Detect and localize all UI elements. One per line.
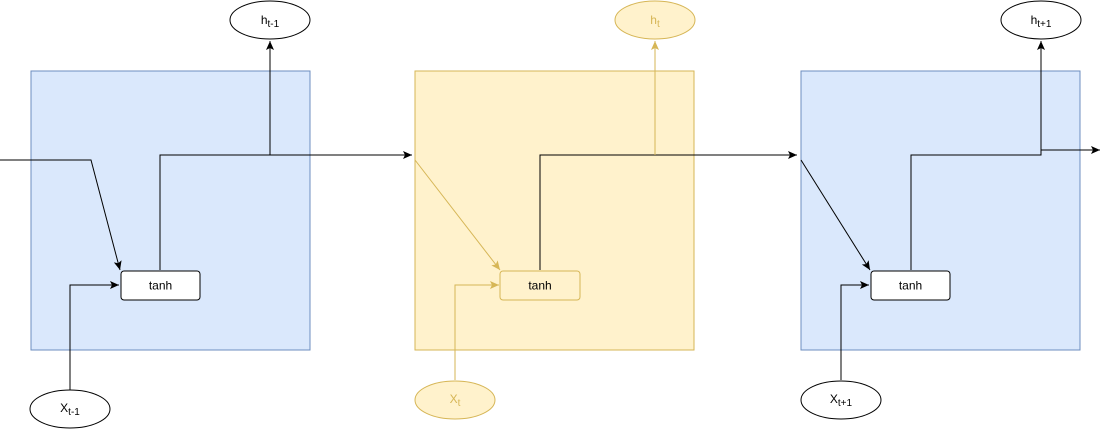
cell-next-tanh-label: tanh bbox=[899, 279, 922, 293]
cell-current-output-node bbox=[614, 0, 696, 40]
cell-current-tanh-box bbox=[499, 270, 581, 301]
cell-next-hidden-in-edge bbox=[800, 159, 871, 271]
cell-prev-input-node bbox=[29, 389, 111, 429]
cell-next: tanh ht+1 Xt+1 bbox=[800, 0, 1100, 420]
cell-current-output-label: ht bbox=[650, 13, 660, 30]
cell-current-tanh-label: tanh bbox=[528, 279, 551, 293]
cell-prev-output-label: ht-1 bbox=[261, 13, 280, 30]
cell-prev-output-sub: t-1 bbox=[268, 19, 280, 30]
cell-prev-output-node bbox=[229, 0, 311, 40]
cell-current-output-sub: t bbox=[657, 19, 660, 30]
cell-prev-output-base: h bbox=[261, 13, 268, 27]
cell-next-input-node bbox=[800, 380, 882, 420]
cell-current-hidden-in-edge bbox=[414, 159, 501, 271]
cell-next-output-sub: t+1 bbox=[1037, 19, 1052, 30]
cell-prev-tanh-label: tanh bbox=[149, 279, 172, 293]
cell-current: tanh ht Xt bbox=[414, 0, 797, 420]
cell-next-input-sub: t+1 bbox=[838, 398, 853, 409]
cell-prev-input-edge bbox=[69, 281, 119, 390]
cell-next-output-base: h bbox=[1031, 13, 1038, 27]
cell-next-output-label: ht+1 bbox=[1031, 13, 1052, 30]
cell-next-input-edge bbox=[840, 281, 869, 380]
cell-current-tanh-out-edge bbox=[539, 151, 797, 270]
cell-current-box bbox=[414, 70, 695, 351]
cell-next-input-base: X bbox=[830, 392, 838, 406]
cell-next-input-label: Xt+1 bbox=[830, 392, 853, 409]
cell-prev-tanh-out-edge bbox=[159, 151, 412, 270]
cell-prev-input-sub: t-1 bbox=[68, 407, 80, 418]
cell-next-box bbox=[800, 70, 1081, 351]
cell-current-input-node bbox=[414, 380, 496, 420]
cell-current-input-edge bbox=[454, 281, 499, 380]
cell-current-input-sub: t bbox=[458, 398, 461, 409]
cell-prev-input-label: Xt-1 bbox=[60, 401, 80, 418]
cell-prev-box bbox=[30, 70, 311, 351]
cell-next-output-node bbox=[1000, 0, 1082, 40]
cell-current-output-base: h bbox=[650, 13, 657, 27]
cell-current-input-label: Xt bbox=[450, 392, 461, 409]
cell-prev: tanh ht-1 Xt-1 bbox=[0, 0, 412, 429]
cell-current-input-base: X bbox=[450, 392, 458, 406]
cell-prev-input-base: X bbox=[60, 401, 68, 415]
cell-prev-tanh-box bbox=[120, 270, 201, 301]
cell-next-tanh-box bbox=[870, 270, 951, 301]
cell-prev-hidden-in-edge bbox=[0, 159, 122, 271]
